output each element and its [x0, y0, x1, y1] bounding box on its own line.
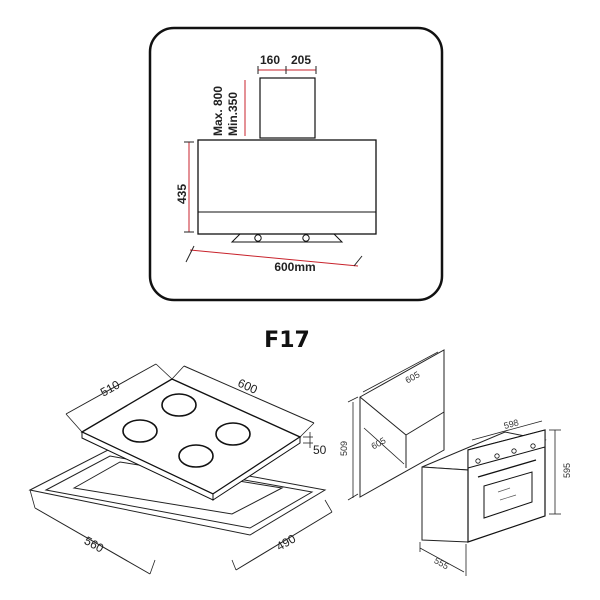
hob-top [80, 378, 302, 495]
hood-height-dim: 435 [175, 184, 189, 204]
hood-width-dim: 600mm [274, 260, 315, 274]
oven-width-dim: 598 [503, 417, 520, 431]
oven-control-panel [467, 429, 546, 469]
oven-knob-1 [475, 458, 481, 464]
oven-width-line [471, 420, 543, 441]
hood-panel: 160 205 Max. 800 Min.350 435 600mm [148, 26, 444, 302]
chimney-dim-left: 160 [260, 53, 280, 67]
hob-depth-dim: 510 [98, 377, 123, 399]
hob-width-dim: 600 [236, 376, 260, 397]
countertop-inner [44, 455, 314, 529]
burner-back-right [215, 422, 251, 446]
hood-glass-panel [197, 211, 377, 235]
oven-door-handle [477, 459, 537, 478]
oven-knob-4 [530, 443, 536, 449]
hood-body [197, 139, 377, 235]
cutout-outline [72, 461, 284, 515]
hood-light-strip [230, 233, 344, 243]
oven-knob-2 [494, 453, 500, 459]
hood-chimney [259, 77, 316, 139]
cutout-width-line [34, 507, 151, 575]
oven-depth-dim: 555 [432, 555, 450, 571]
oven-knob-3 [511, 448, 517, 454]
niche-depth-line [363, 427, 405, 465]
oven-height-dim: 595 [562, 463, 572, 478]
oven-side [421, 466, 469, 543]
burner-back-left [161, 393, 197, 417]
hob-width-line [183, 365, 315, 424]
chimney-dim-right: 205 [291, 53, 311, 67]
hood-max-height: Max. 800 [211, 86, 225, 136]
oven-depth-line [419, 547, 465, 573]
niche-width-line [362, 351, 439, 393]
hob-thickness-dim: 50 [313, 443, 327, 457]
burner-front-left [122, 419, 158, 443]
oven-door-window [483, 471, 533, 519]
model-label: F17 [264, 328, 310, 353]
niche-width-dim: 605 [404, 369, 422, 385]
burner-front-right [178, 444, 214, 468]
niche-height-dim: 509 [339, 441, 349, 456]
hob-drawing: 510 600 50 560 490 [28, 363, 333, 575]
hood-width-line [189, 249, 359, 267]
oven-drawing: 598 595 555 [419, 417, 572, 576]
niche-inner-edge [359, 396, 407, 468]
hob-side-edge [212, 436, 301, 501]
countertop-outline [28, 449, 327, 536]
hood-lamp-left [254, 234, 262, 242]
hood-lamp-right [302, 234, 310, 242]
niche-back-outline [359, 349, 445, 498]
niche-depth-dim: 605 [370, 435, 388, 451]
hood-frame [148, 26, 444, 302]
cutout-depth-line [235, 511, 333, 571]
hood-min-height: Min.350 [226, 92, 240, 136]
hob-depth-line [65, 363, 157, 415]
